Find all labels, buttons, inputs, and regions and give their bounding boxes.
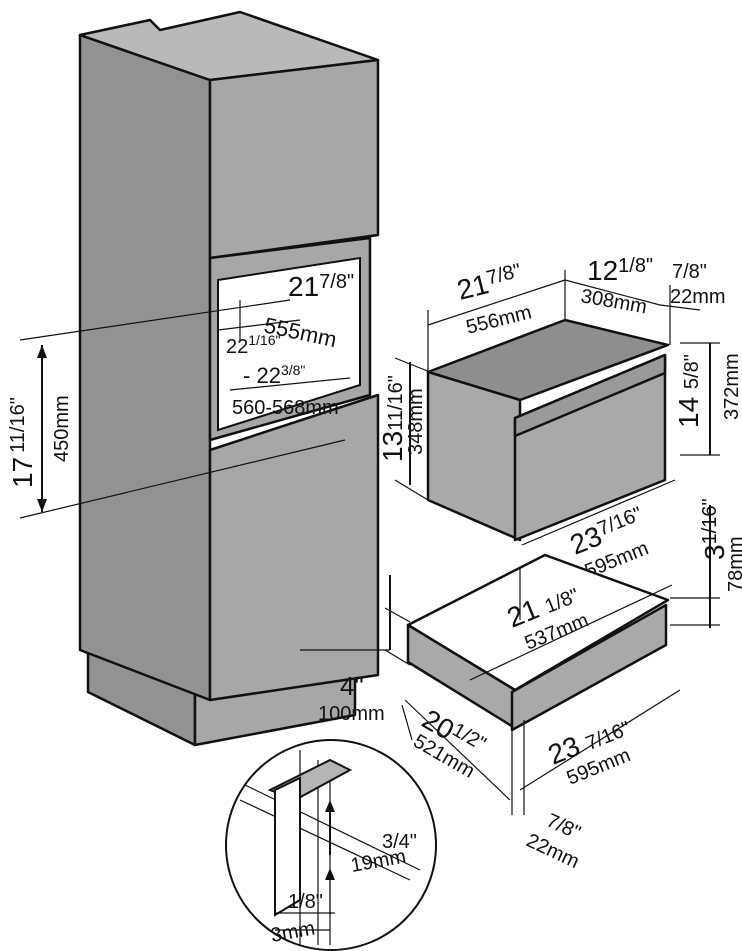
oven-front-in: 7/8" <box>672 261 707 283</box>
detail-side-in: 1/8" <box>288 891 323 913</box>
detail-panel <box>274 776 301 917</box>
oven-control-panel <box>513 353 667 438</box>
niche-side-height-dimension: 1711/16" 450mm <box>7 345 73 512</box>
cabinet-side-panel <box>78 33 212 702</box>
niche-height-in-b: - 223/8" <box>243 362 305 388</box>
oven-depth-mm: 308mm <box>579 285 649 318</box>
niche-side-height-mm: 450mm <box>51 395 73 462</box>
oven-height-in: 14 5/8" <box>673 354 704 428</box>
oven-body-height-in: 1311/16" <box>377 375 408 462</box>
drawer-height-in: 31/16" <box>699 498 730 560</box>
tall-cabinet <box>78 10 380 747</box>
niche-height-mm: 560-568mm <box>232 397 339 419</box>
detail-callout: 3/4" 19mm 1/8" 3mm <box>225 739 437 951</box>
drawer-front <box>510 603 668 732</box>
niche-opening <box>217 256 361 432</box>
niche-height-in-a: 221/16" <box>226 332 280 358</box>
oven-width-mm: 556mm <box>464 301 534 338</box>
cabinet-lower-door <box>208 393 380 702</box>
oven-height-mm: 372mm <box>721 353 742 420</box>
oven-front-mm: 22mm <box>670 286 726 308</box>
cabinet-upper-door <box>208 58 380 260</box>
drawer-gap-in: 4" <box>340 671 364 701</box>
niche-side-height-in: 1711/16" <box>7 397 38 488</box>
oven-depth-in: 121/8" <box>587 255 653 286</box>
detail-gap-in: 3/4" <box>382 831 417 853</box>
warming-drawer <box>406 553 670 732</box>
steam-oven <box>426 318 670 542</box>
niche-width-in: 217/8" <box>288 271 354 302</box>
niche-dimensions: 217/8" 555mm 221/16" - 223/8" 560-568mm <box>226 271 354 419</box>
oven-body-height-mm: 348mm <box>405 388 427 455</box>
drawer-gap-mm: 100mm <box>318 703 385 725</box>
oven-side <box>426 370 522 542</box>
oven-width-in: 217/8" <box>454 260 526 306</box>
drawer-height-mm: 78mm <box>725 536 742 592</box>
